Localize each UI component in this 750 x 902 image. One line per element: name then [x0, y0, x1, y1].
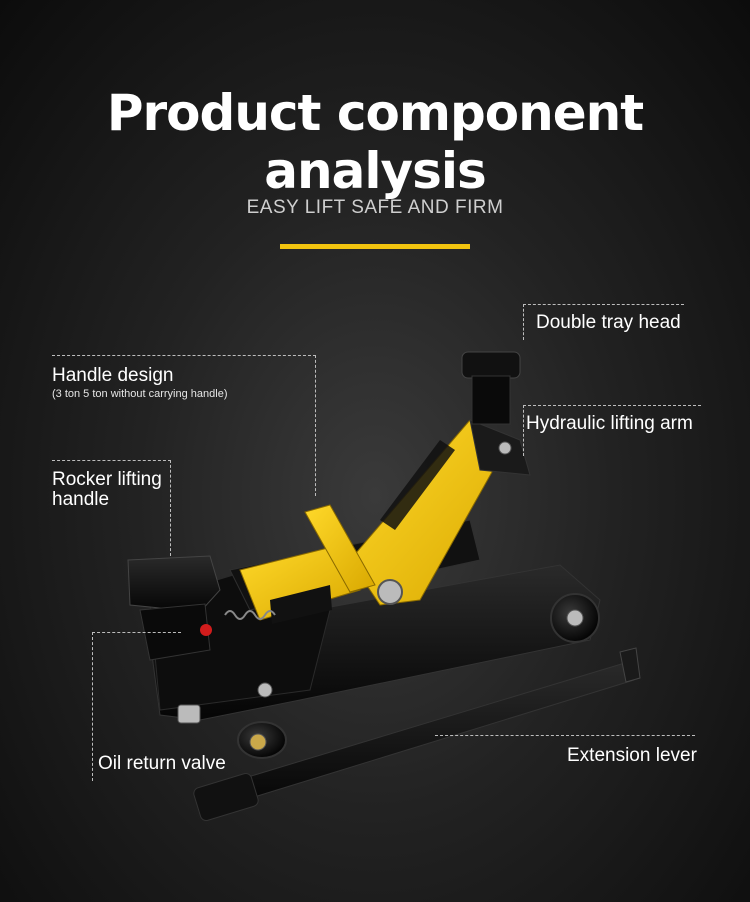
label-extension-lever: Extension lever	[567, 745, 697, 766]
oil-valve-knob	[200, 624, 212, 636]
spring	[224, 610, 276, 620]
label-rocker-lifting-handle-1: Rocker lifting	[52, 469, 162, 490]
leader-double-tray-head	[523, 304, 684, 340]
pump-body	[239, 544, 361, 624]
label-hydraulic-lifting-arm: Hydraulic lifting arm	[526, 413, 693, 434]
leader-oil-valve	[92, 632, 181, 781]
leader-extension-lever	[435, 735, 695, 736]
page-title: Product component analysis	[106, 84, 644, 200]
label-oil-return-valve: Oil return valve	[98, 753, 226, 774]
label-rocker-lifting-handle-2: handle	[52, 489, 110, 510]
pivot-bolt	[377, 579, 403, 605]
front-wheel	[550, 593, 600, 643]
label-handle-design-note: (3 ton 5 ton without carrying handle)	[52, 388, 228, 400]
label-double-tray-head: Double tray head	[536, 312, 681, 333]
page-subtitle: EASY LIFT SAFE AND FIRM	[246, 197, 504, 218]
bolt	[257, 682, 273, 698]
leader-hydraulic-arm	[523, 405, 701, 456]
extension-lever-shape	[193, 647, 641, 822]
label-handle-design: Handle design	[52, 365, 174, 386]
pivot-bolt	[498, 441, 512, 455]
handle-socket	[304, 504, 376, 593]
leader-handle-design	[52, 355, 316, 496]
leader-rocker-handle	[52, 460, 171, 556]
accent-bar	[280, 244, 470, 249]
saddle	[461, 351, 521, 425]
bolt	[177, 704, 201, 724]
rear-wheel	[237, 721, 287, 759]
